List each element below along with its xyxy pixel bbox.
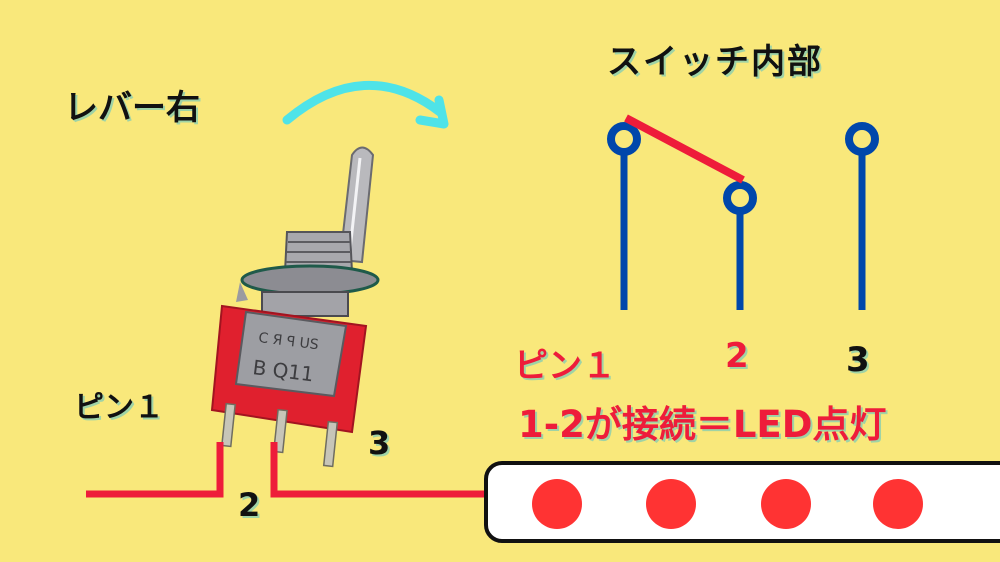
schematic-pin2-label: 2 — [725, 336, 749, 376]
switch-inside-title: スイッチ内部 — [607, 42, 823, 82]
result-caption: 1-2が接続＝LED点灯 — [518, 403, 887, 446]
schematic-pin1-label: ピン１ — [514, 346, 616, 386]
schematic-terminal-3 — [845, 122, 879, 156]
lever-right-arrow-icon — [282, 81, 449, 129]
led-4 — [873, 479, 923, 529]
schematic-terminal-2 — [723, 181, 757, 215]
led-strip — [484, 461, 1000, 543]
switch-marking-line1: C Я ꟼ US — [258, 330, 320, 353]
led-3 — [761, 479, 811, 529]
wire-pin1 — [86, 442, 224, 498]
schematic-contact-1-2 — [624, 114, 745, 184]
schematic-terminal-1 — [607, 122, 641, 156]
led-1 — [532, 479, 582, 529]
lever-direction-label: レバー右 — [64, 88, 200, 128]
photo-pin3-label: 3 — [368, 424, 391, 462]
led-2 — [646, 479, 696, 529]
switch-schematic — [607, 114, 879, 310]
wire-pin2-to-led — [270, 442, 486, 498]
photo-pin1-label: ピン１ — [74, 390, 164, 425]
photo-pin2-label: 2 — [238, 486, 261, 524]
schematic-pin3-label: 3 — [846, 340, 870, 380]
toggle-switch-photo: C Я ꟼ US B Q11 — [210, 146, 380, 468]
